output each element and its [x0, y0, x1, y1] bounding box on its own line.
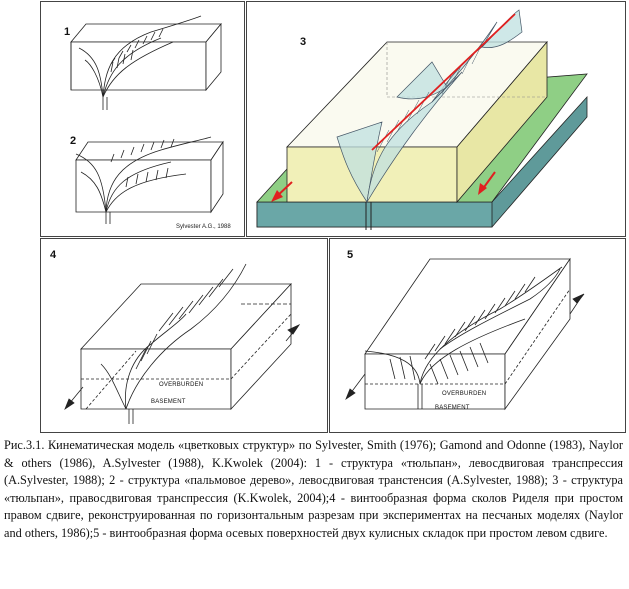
figure-label-4: 4 — [50, 249, 57, 261]
riedel-shears-block — [64, 263, 301, 424]
overburden-label-5: OVERBURDEN — [442, 391, 487, 397]
figure-caption: Рис.3.1. Кинематическая модель «цветковы… — [4, 438, 623, 540]
basement-label: BASEMENT — [151, 399, 186, 405]
figure-label-5: 5 — [347, 249, 354, 261]
basement-label-5: BASEMENT — [435, 405, 470, 411]
diagram-panel-5: 5 OVERBURDEN BASEMENT — [329, 238, 626, 433]
diagram-panel-1-2: 1 2 Sylvester A.G., 1988 — [40, 1, 245, 237]
echelon-folds-block — [345, 257, 585, 411]
overburden-label: OVERBURDEN — [159, 382, 204, 388]
diagram-panel-3: 3 — [246, 1, 626, 237]
tulip-palm-block-diagrams — [70, 15, 224, 224]
figure-label-1: 1 — [64, 26, 71, 38]
figure-label-3: 3 — [300, 36, 307, 48]
tulip-transpression-block — [256, 9, 588, 230]
diagram-panel-4: 4 OVERBURDEN BASEMENT — [40, 238, 328, 433]
credit-text: Sylvester A.G., 1988 — [176, 224, 231, 230]
figure-label-2: 2 — [70, 135, 77, 147]
